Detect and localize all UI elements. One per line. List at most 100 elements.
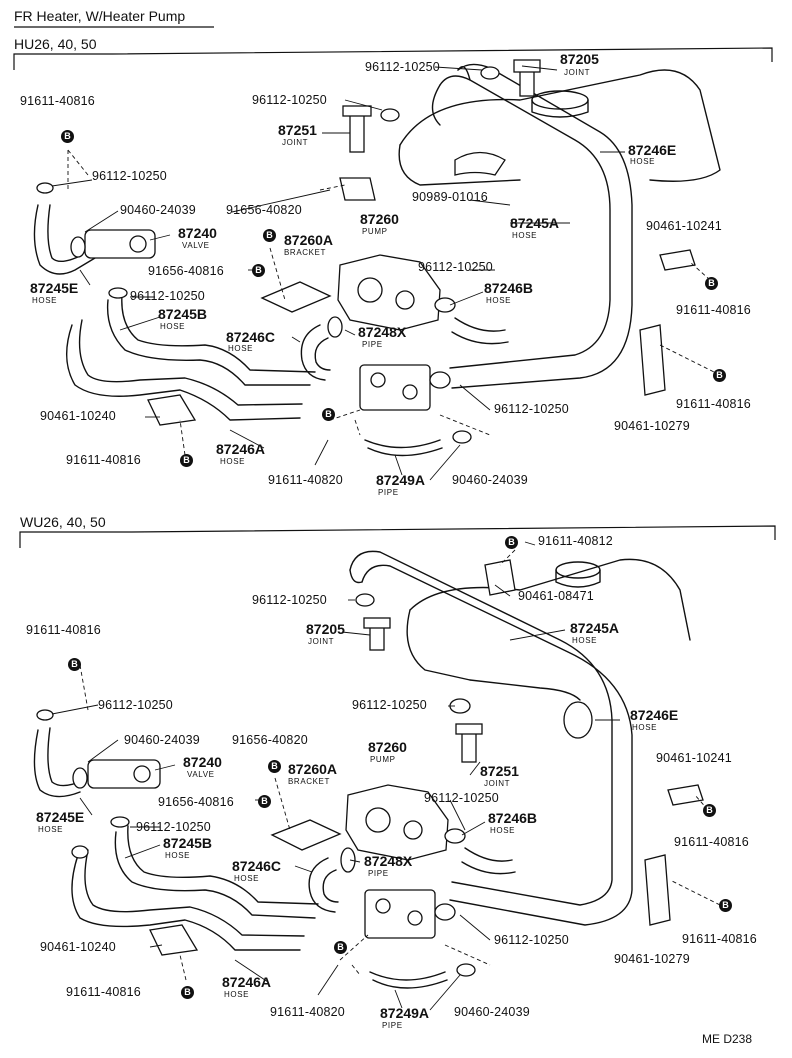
part-number: 87245A [570,620,620,636]
ref-number: 91656-40816 [148,264,224,278]
part-number: 87260 [368,739,407,755]
ref-number: 91611-40820 [270,1005,345,1019]
part-number: 87245B [158,306,208,322]
section-frame-hu [13,47,773,70]
ref-number: 91656-40820 [232,733,308,747]
section-title-wu: WU26, 40, 50 [20,514,106,530]
part-name: BRACKET [284,248,326,257]
ref-number: 90461-10279 [614,419,690,433]
bolt-marker: B [334,941,347,954]
part-name: HOSE [32,296,58,305]
part-name: HOSE [490,826,516,835]
part-number: 87251 [278,122,317,138]
part-number: 87245B [163,835,213,851]
part-name: HOSE [632,723,658,732]
part-name: BRACKET [288,777,330,786]
ref-number: 96112-10250 [365,60,440,74]
part-name: PIPE [362,340,383,349]
bottom-hoses [33,550,691,989]
part-number: 87249A [380,1005,430,1021]
ref-number: 91611-40816 [66,985,141,999]
part-number: 87246C [232,858,282,874]
part-number: 87246B [488,810,538,826]
part-number: 87260A [288,761,338,777]
diagram-title: FR Heater, W/Heater Pump [14,8,186,24]
part-name: HOSE [165,851,191,860]
ref-number: 96112-10250 [418,260,493,274]
ref-number: 90461-10279 [614,952,690,966]
ref-number: 90461-10240 [40,940,116,954]
part-name: JOINT [308,637,335,646]
part-number: 87245E [30,280,79,296]
part-number: 87246A [216,441,266,457]
ref-number: 96112-10250 [494,933,569,947]
bottom-leaders [51,541,620,1011]
part-name: PIPE [368,869,389,878]
part-number: 87205 [560,51,599,67]
ref-number: 90460-24039 [454,1005,530,1019]
section-title-hu: HU26, 40, 50 [14,36,97,52]
part-number: 87248X [364,853,413,869]
ref-number: 90460-24039 [124,733,200,747]
ref-number: 91656-40816 [158,795,234,809]
ref-number: 91611-40816 [26,623,101,637]
ref-number: 91611-40820 [268,473,343,487]
ref-number: 90461-10241 [656,751,732,765]
ref-number: 96112-10250 [136,820,211,834]
ref-number: 91611-40816 [682,932,757,946]
part-number: 87246B [484,280,534,296]
ref-number: 90460-24039 [120,203,196,217]
bolt-marker: B [505,536,518,549]
bolt-marker: B [713,369,726,382]
ref-number: 96112-10250 [130,289,205,303]
ref-number: 96112-10250 [352,698,427,712]
bolt-marker: B [322,408,335,421]
ref-number: 96112-10250 [494,402,569,416]
ref-number: 96112-10250 [92,169,167,183]
part-name: JOINT [564,68,591,77]
part-name: PUMP [362,227,388,236]
section-frame-wu [19,525,776,548]
part-number: 87249A [376,472,426,488]
part-name: HOSE [234,874,260,883]
part-name: JOINT [282,138,309,147]
part-name: HOSE [224,990,250,999]
part-name: HOSE [160,322,186,331]
part-number: 87240 [183,754,222,770]
part-number: 87205 [306,621,345,637]
ref-number: 96112-10250 [424,791,499,805]
bolt-marker: B [268,760,281,773]
part-name: HOSE [512,231,538,240]
part-name: HOSE [630,157,656,166]
ref-number: 91611-40816 [676,303,751,317]
bolt-marker: B [705,277,718,290]
part-number: 87260A [284,232,334,248]
part-number: 87246C [226,329,276,345]
part-name: HOSE [220,457,246,466]
part-number: 87240 [178,225,217,241]
bolt-marker: B [61,130,74,143]
part-number: 87246A [222,974,272,990]
bolt-marker: B [252,264,265,277]
part-number: 87245E [36,809,85,825]
part-number: 87248X [358,324,407,340]
bolt-marker: B [180,454,193,467]
part-name: VALVE [187,770,215,779]
bolt-marker: B [703,804,716,817]
top-leaders [51,65,625,481]
part-name: PIPE [378,488,399,497]
ref-number: 91611-40816 [20,94,95,108]
part-name: HOSE [486,296,512,305]
ref-number: 90461-10240 [40,409,116,423]
bolt-marker: B [719,899,732,912]
part-name: HOSE [572,636,598,645]
bolt-marker: B [258,795,271,808]
ref-number: 91611-40816 [66,453,141,467]
ref-number: 91656-40820 [226,203,302,217]
ref-number: 90989-01016 [412,190,488,204]
part-name: HOSE [228,344,254,353]
part-name: PUMP [370,755,396,764]
part-number: 87260 [360,211,399,227]
top-hoses [33,63,721,457]
